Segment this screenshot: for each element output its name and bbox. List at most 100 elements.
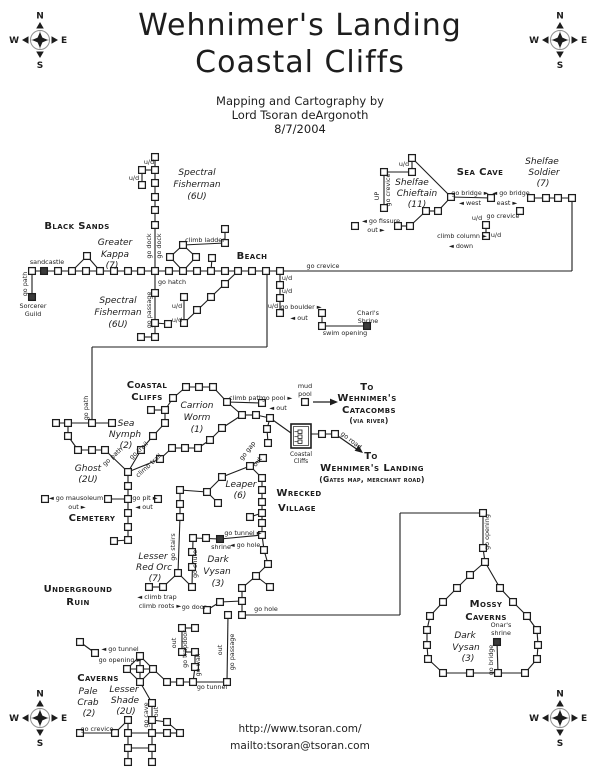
map-room-node	[379, 203, 389, 213]
map-label: ◄ west	[459, 199, 481, 207]
map-label: Charl's	[357, 309, 380, 317]
map-label: climb column ►	[437, 232, 487, 240]
map-label: Caverns	[465, 612, 507, 623]
map-label: go hatch	[158, 278, 186, 286]
map-room-node	[178, 240, 188, 250]
map-room-node	[175, 728, 185, 738]
map-label: go road	[339, 430, 363, 451]
map-room-node	[446, 192, 456, 202]
map-label: To	[364, 451, 378, 462]
map-room-node	[191, 252, 201, 262]
map-label: Lesser	[138, 552, 168, 562]
map-room-node	[75, 637, 85, 647]
compass-star-icon	[552, 32, 568, 48]
compass-letter: W	[529, 36, 539, 46]
map-label: Dark	[454, 631, 476, 641]
map-label: out	[152, 706, 160, 717]
map-label: out ►	[68, 503, 85, 511]
map-label: Carrion	[181, 401, 214, 411]
map-room-node	[222, 397, 232, 407]
map-edge	[179, 489, 208, 493]
map-label: ◄ out	[269, 404, 287, 412]
map-room-node	[257, 398, 267, 408]
map-room-node	[275, 293, 285, 303]
map-room-node	[194, 382, 204, 392]
mini-map-box-inner	[293, 426, 309, 446]
compass-letter: W	[529, 714, 539, 724]
map-label: Pale	[79, 687, 98, 697]
map-room-node	[217, 423, 227, 433]
map-room-node	[153, 494, 163, 504]
map-room-node	[168, 393, 178, 403]
map-label: (6)	[234, 491, 247, 501]
map-edge	[496, 641, 499, 674]
map-room-node	[421, 206, 431, 216]
map-room-node	[522, 611, 532, 621]
map-label: go wall	[194, 653, 202, 676]
compass-letter: E	[61, 36, 67, 46]
map-room-node	[179, 292, 189, 302]
map-room-node	[422, 625, 432, 635]
map-footer: http://www.tsoran.com/ mailto:tsoran@tso…	[180, 721, 420, 754]
map-room-node	[481, 220, 491, 230]
map-room-node	[123, 522, 133, 532]
map-label: go passage	[228, 634, 236, 671]
map-room-node	[135, 651, 145, 661]
map-label: (7)	[149, 574, 162, 584]
map-label: go passage	[145, 292, 153, 329]
map-label: out	[216, 644, 224, 655]
map-label: pool	[298, 390, 312, 398]
map-label: ◄ go fissure	[362, 217, 400, 225]
map-room-node	[330, 429, 340, 439]
map-label: Cemetery	[69, 513, 116, 524]
compass-letter: E	[581, 714, 587, 724]
map-label: (6U)	[187, 192, 206, 202]
map-label: Catacombs	[342, 405, 396, 416]
map-room-node	[257, 518, 267, 528]
map-room-node	[245, 512, 255, 522]
map-label: (2)	[83, 709, 96, 719]
map-label: Leaper	[225, 480, 257, 490]
map-room-node	[263, 559, 273, 569]
map-room-node	[257, 508, 267, 518]
map-room-node	[75, 728, 85, 738]
compass-star-icon	[32, 32, 48, 48]
map-room-node	[532, 654, 542, 664]
map-room-node	[67, 266, 77, 276]
map-room-node-special	[215, 534, 225, 544]
compass-star-icon	[32, 710, 48, 726]
map-label: out ►	[367, 226, 384, 234]
map-label: (7)	[106, 261, 119, 271]
map-room-node	[188, 677, 198, 687]
compass-letter: N	[556, 12, 564, 22]
map-room-node	[123, 715, 133, 725]
map-room-node	[478, 508, 488, 518]
map-label: ◄ out	[135, 503, 153, 511]
map-label: go boulder ►	[280, 303, 321, 311]
map-room-node	[150, 178, 160, 188]
map-room-node	[63, 431, 73, 441]
map-room-node	[533, 640, 543, 650]
map-edge	[177, 516, 181, 574]
map-room-node	[175, 512, 185, 522]
map-edge	[127, 458, 161, 473]
map-room-node	[177, 623, 187, 633]
map-label: Kappa	[101, 250, 129, 260]
map-room-node	[257, 497, 267, 507]
map-label: climb roots ►	[139, 602, 182, 610]
map-room-node	[423, 654, 433, 664]
map-room-node	[407, 153, 417, 163]
compass-north-pointer-icon	[556, 700, 564, 707]
map-room-node	[187, 582, 197, 592]
map-label: shrine	[491, 629, 511, 637]
map-label: Wehnimer's	[337, 393, 396, 404]
map-room-node	[135, 664, 145, 674]
map-label: Guild	[25, 310, 42, 318]
map-label: go crevice	[487, 212, 520, 220]
map-label: To	[360, 382, 374, 393]
map-label: go dock	[145, 233, 153, 258]
map-room-node	[193, 443, 203, 453]
map-room-node	[251, 571, 261, 581]
